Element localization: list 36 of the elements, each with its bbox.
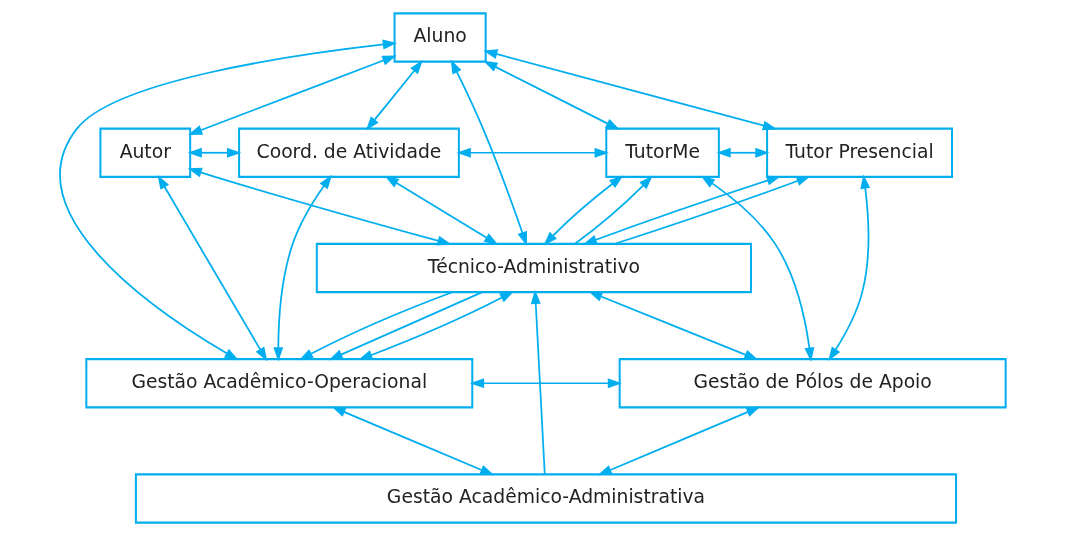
arrow (543, 175, 624, 246)
arrow (700, 175, 815, 362)
arrow (331, 406, 495, 476)
arrow (530, 289, 546, 476)
arrow (456, 147, 609, 158)
node-box: TutorMe (605, 127, 720, 178)
arrow (574, 175, 653, 245)
arrow (469, 378, 622, 389)
node-box: Autor (99, 127, 192, 178)
node-box: Gestão Acadêmico-Administrativa (134, 473, 958, 524)
arrow (597, 406, 761, 476)
arrow (187, 167, 452, 246)
arrow (614, 176, 811, 245)
node-box: Gestão Acadêmico-Operacional (85, 358, 474, 409)
arrow (358, 291, 514, 360)
arrow (187, 147, 242, 158)
arrow (59, 39, 397, 361)
arrow (450, 59, 527, 246)
arrow (157, 174, 268, 362)
arrow (188, 55, 397, 136)
node-box: Coord. de Atividade (238, 127, 460, 178)
node-box: Técnico-Administrativo (315, 242, 753, 294)
arrow (483, 60, 620, 130)
arrow (328, 291, 483, 361)
arrow (588, 291, 759, 360)
arrow (582, 175, 781, 245)
arrow (298, 291, 454, 361)
arrow (365, 60, 423, 131)
arrow (384, 175, 499, 245)
arrow (483, 49, 777, 131)
node-box: Tutor Presencial (766, 127, 954, 178)
node-box: Gestão de Pólos de Apoio (618, 358, 1007, 409)
arrow (828, 174, 871, 362)
node-box: Aluno (393, 12, 487, 63)
arrow (716, 147, 770, 158)
arrow (273, 174, 332, 362)
